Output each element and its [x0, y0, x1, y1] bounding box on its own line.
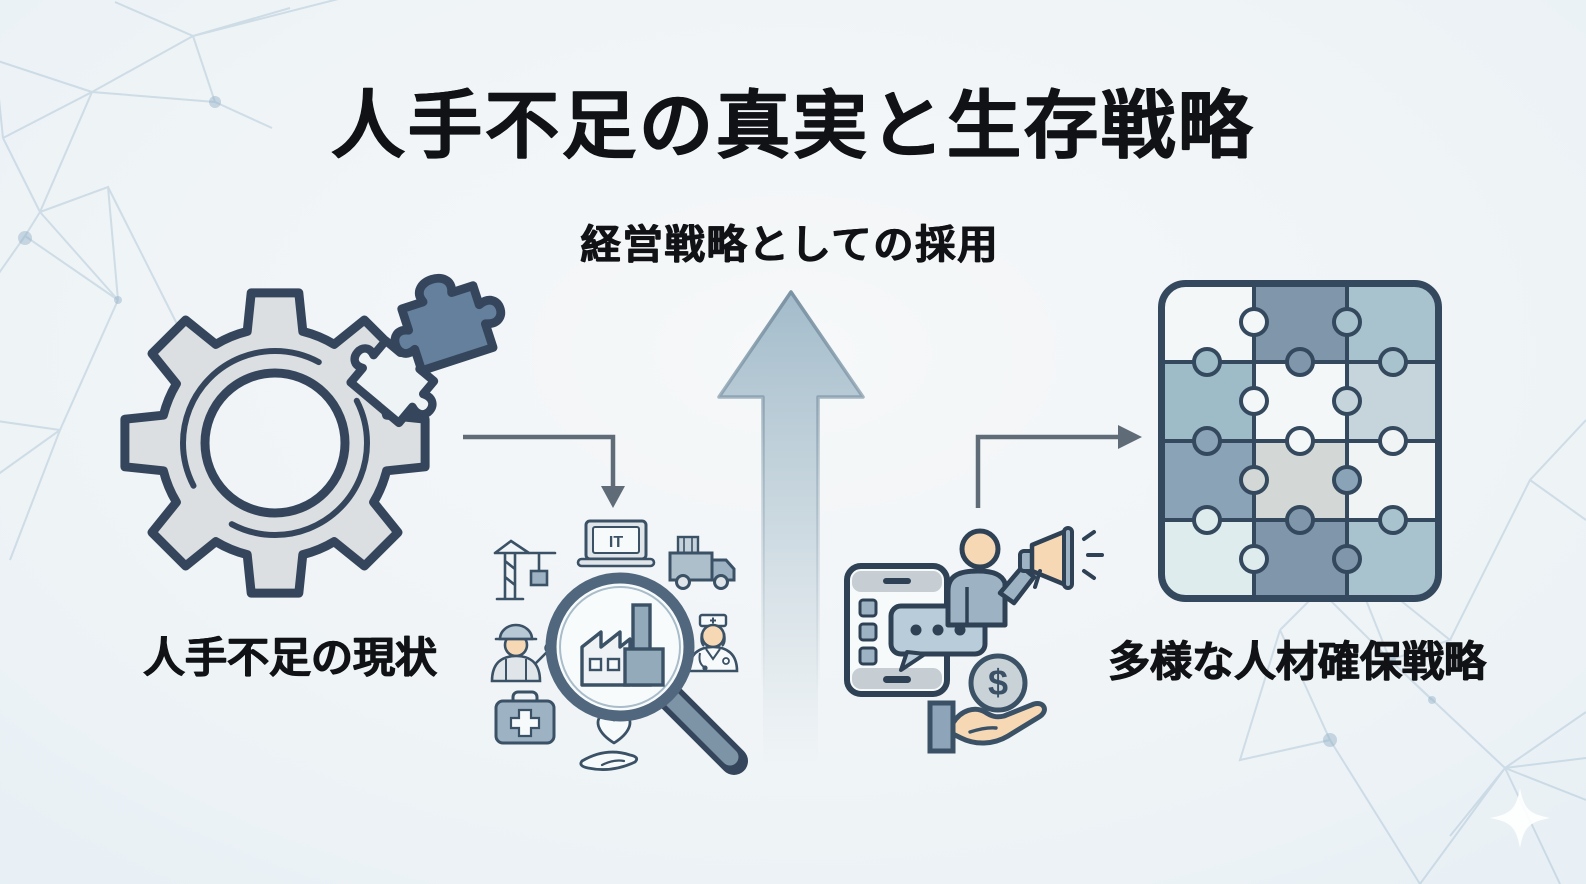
magnifier-factory-icon	[545, 572, 748, 775]
delivery-truck-icon	[668, 535, 736, 590]
first-aid-kit-icon	[494, 690, 556, 745]
right-node-label: 多様な人材確保戦略	[1107, 638, 1486, 685]
hand-offering-coin-icon: $	[927, 653, 1047, 754]
factory-icon	[580, 603, 665, 687]
recruitment-channels-cluster: $	[844, 526, 1104, 754]
coin-dollar-text: $	[988, 662, 1008, 703]
top-flow-label: 経営戦略としての採用	[580, 223, 1000, 267]
construction-worker-icon	[490, 623, 556, 683]
crane-icon	[493, 539, 557, 601]
gear-missing-puzzle-piece-icon	[120, 273, 506, 598]
group-to-puzzle-elbow-arrow	[975, 425, 1142, 508]
megaphone-icon	[1018, 526, 1104, 590]
smartphone-chat-icon	[844, 563, 988, 697]
puzzle-grid-icon	[1158, 280, 1442, 602]
it-laptop-icon: IT	[576, 519, 656, 568]
left-node-label: 人手不足の現状	[142, 634, 437, 681]
page-title: 人手不足の真実と生存戦略	[331, 84, 1255, 167]
floating-puzzle-piece-icon	[390, 273, 506, 376]
magnifier-factory-cluster: IT	[490, 519, 748, 775]
heart-in-hand-icon	[579, 711, 639, 771]
laptop-screen-text: IT	[609, 534, 623, 551]
nurse-icon	[687, 613, 739, 673]
megaphone-person-icon	[945, 526, 1104, 628]
gear-to-center-elbow-arrow	[463, 434, 625, 508]
sparkle-icon	[1490, 788, 1550, 848]
big-upward-strategy-arrow	[717, 290, 865, 767]
